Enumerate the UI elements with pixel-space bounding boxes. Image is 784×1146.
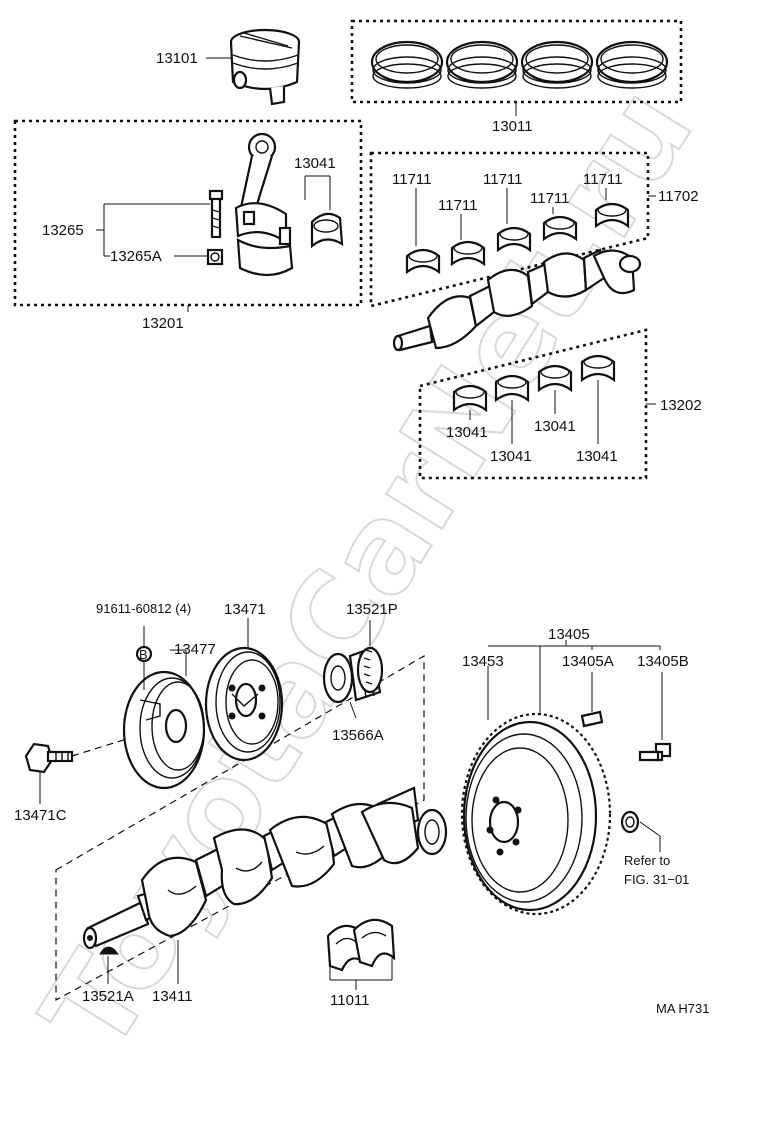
label-crankshaft: 13411: [152, 988, 193, 1005]
crankshaft-small-illustration: [392, 248, 642, 352]
label-piston: 13101: [156, 50, 198, 67]
label-refer-line2: FIG. 31−01: [624, 872, 689, 887]
crankshaft-key-illustration: [99, 946, 119, 955]
flywheel-pin-illustration: [580, 710, 604, 728]
label-conrod-bearing-b: 13041: [490, 448, 532, 465]
piston-rings-illustration: [370, 40, 669, 89]
crankshaft-group-frame: [55, 654, 425, 1002]
pulley-hub-illustration: [122, 670, 206, 790]
label-ring-gear: 13453: [462, 653, 504, 670]
figure-code: MA H731: [656, 1001, 709, 1016]
conrod-bolt-illustration: [208, 189, 224, 239]
label-damper-pulley: 13471: [224, 601, 266, 618]
label-conrod-bearing-top: 13041: [294, 155, 336, 172]
label-conrod-bearing-c: 13041: [534, 418, 576, 435]
piston-illustration: [229, 28, 301, 106]
conrod-assy-frame: [13, 119, 363, 307]
thrust-washer-illustration: [326, 918, 396, 972]
crank-timing-pulley-illustration: [322, 646, 384, 704]
label-refer-line1: Refer to: [624, 853, 670, 868]
conrod-bearings-illustration: [452, 354, 616, 413]
label-piston-ring-set: 13011: [492, 118, 533, 135]
label-flywheel-pin: 13405A: [562, 653, 614, 670]
label-main-bearing-2: 11711: [438, 197, 478, 214]
label-thrust-washer: 11011: [330, 992, 370, 1009]
conrod-bearing-top-illustration: [310, 212, 344, 249]
connecting-rod-illustration: [234, 132, 294, 277]
label-main-bearing-set: 11702: [658, 188, 699, 205]
label-main-bearing-4: 11711: [530, 190, 570, 207]
label-crank-timing-pulley: 13521P: [346, 601, 398, 618]
label-crankshaft-key: 13521A: [82, 988, 134, 1005]
label-flywheel-bolt: 13405B: [637, 653, 689, 670]
flywheel-illustration: [460, 712, 612, 916]
pilot-bearing-illustration: [620, 810, 640, 834]
main-bearings-illustration: [405, 202, 630, 275]
label-pulley-bolt-ref: 91611-60812 (4): [96, 601, 191, 616]
label-main-bearing-5: 11711: [583, 171, 623, 188]
label-pulley-hub: 13477: [174, 641, 216, 658]
main-bearing-set-frame: [369, 151, 650, 308]
label-pulley-bolt: 13471C: [14, 807, 67, 824]
label-conrod-bearing-set: 13202: [660, 397, 702, 414]
flywheel-bolt-illustration: [638, 742, 672, 762]
conrod-bearing-set-frame: [418, 328, 648, 480]
pulley-bolt-illustration: [24, 742, 74, 774]
label-conrod-bolt: 13265: [42, 222, 84, 239]
label-main-bearing-3: 11711: [483, 171, 523, 188]
damper-pulley-illustration: [204, 646, 284, 762]
label-flywheel-assy: 13405: [548, 626, 590, 643]
crankshaft-illustration: [82, 786, 448, 950]
label-main-bearing-1: 11711: [392, 171, 432, 188]
label-conrod-nut: 13265A: [110, 248, 162, 265]
label-circle-b: B: [139, 647, 148, 662]
label-conrod-bearing-a: 13041: [446, 424, 488, 441]
label-conrod-assy: 13201: [142, 315, 184, 332]
conrod-nut-illustration: [206, 248, 224, 266]
label-conrod-bearing-d: 13041: [576, 448, 618, 465]
label-pulley-washer: 13566A: [332, 727, 384, 744]
